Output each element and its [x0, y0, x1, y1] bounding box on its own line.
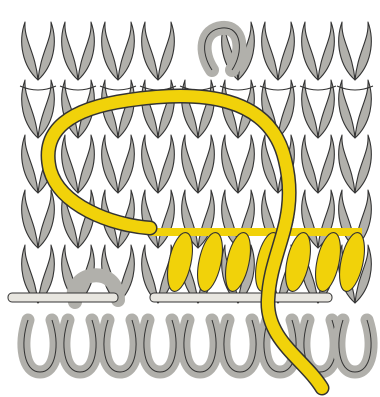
cast-on-loop — [104, 320, 136, 372]
left-needle — [8, 293, 118, 302]
stitch-right-leg — [118, 22, 134, 80]
stitch-left-leg — [339, 22, 355, 80]
cast-on-loop — [184, 320, 216, 372]
yellow-stitch-row — [150, 230, 369, 293]
cast-on-loop — [64, 320, 96, 372]
right-needle — [150, 293, 332, 302]
stitch-left-leg — [142, 190, 158, 248]
stitch-left-leg — [22, 22, 38, 80]
stitch-column — [60, 22, 96, 303]
stitch-right-leg — [278, 22, 294, 80]
stitch-right-leg — [318, 135, 334, 193]
stitch-left-leg — [102, 22, 118, 80]
stitch-left-leg — [182, 135, 198, 193]
stitch-right-leg — [355, 22, 371, 80]
stitch-column — [100, 22, 136, 303]
stitch-right-leg — [158, 190, 174, 248]
cast-on-loop — [339, 320, 371, 372]
stitch-left-leg — [62, 22, 78, 80]
stitch-right-leg — [78, 135, 94, 193]
cast-on-loop — [144, 320, 176, 372]
stitch-left-leg — [339, 135, 355, 193]
cast-on-loop — [24, 320, 56, 372]
stitch-right-leg — [238, 135, 254, 193]
stitch-right-leg — [38, 22, 54, 80]
knitting-needles — [8, 293, 332, 302]
stitch-left-leg — [302, 22, 318, 80]
stitch-left-leg — [222, 135, 238, 193]
stitch-left-leg — [142, 135, 158, 193]
stitch-left-leg — [102, 135, 118, 193]
stitch-right-leg — [355, 135, 371, 193]
stitch-right-leg — [38, 190, 54, 248]
stitch-right-leg — [318, 22, 334, 80]
stitch-left-leg — [142, 22, 158, 80]
stitch-left-leg — [22, 190, 38, 248]
stitch-left-leg — [302, 135, 318, 193]
stitch-right-leg — [198, 135, 214, 193]
stitch-right-leg — [158, 135, 174, 193]
stitch-left-leg — [22, 135, 38, 193]
cast-on-loop — [224, 320, 256, 372]
stitch-left-leg — [262, 22, 278, 80]
stitch-right-leg — [78, 22, 94, 80]
stitch-right-leg — [118, 135, 134, 193]
stitch-right-leg — [158, 22, 174, 80]
